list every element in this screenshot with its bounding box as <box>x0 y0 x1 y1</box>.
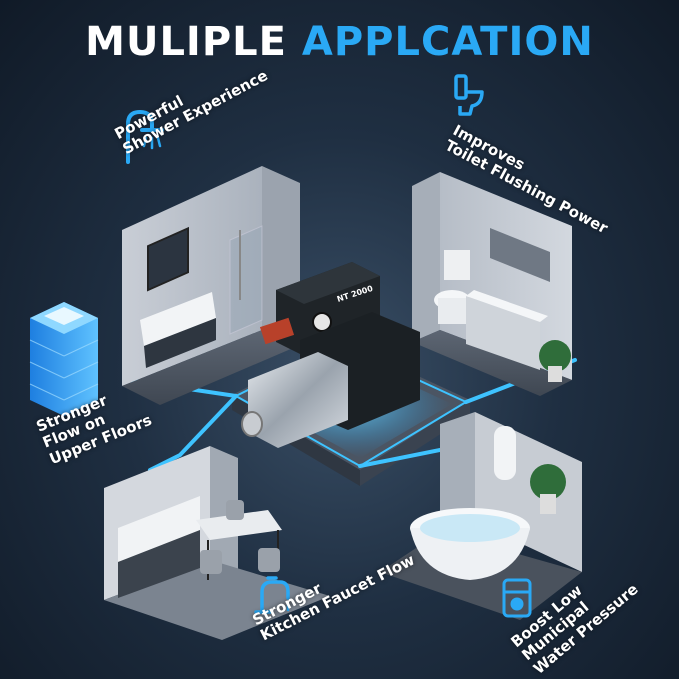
toilet-icon <box>454 74 484 116</box>
kitchen-room <box>104 446 330 640</box>
bathroom-room <box>122 166 300 405</box>
faucet-icon <box>254 576 290 614</box>
water-pump: NT 2000 <box>241 262 420 448</box>
water-heater-icon <box>502 578 532 618</box>
page-title: MULIPLE APPLCATION <box>0 22 679 62</box>
shower-icon <box>126 109 164 164</box>
title-word-1: MULIPLE <box>85 19 287 65</box>
title-word-2: APPLCATION <box>301 19 594 65</box>
building-icon <box>29 302 99 416</box>
toilet-room <box>412 172 572 396</box>
